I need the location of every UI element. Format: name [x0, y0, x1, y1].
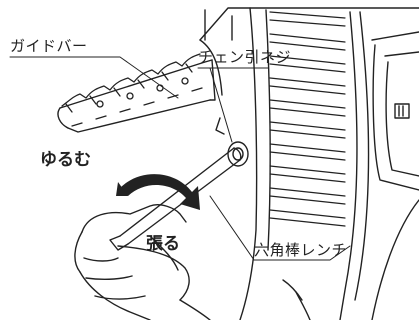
saw-chain	[61, 53, 203, 127]
hand	[74, 204, 211, 320]
cooling-fins	[269, 11, 346, 227]
rotation-arrow	[116, 174, 200, 210]
guide-bar-label: ガイドバー	[10, 37, 88, 55]
leader-lines	[9, 56, 351, 261]
side-panel	[282, 31, 419, 320]
chain-tension-screw	[215, 117, 249, 167]
wrench-leader	[209, 195, 255, 261]
engine-housing	[199, 7, 419, 320]
loosen-label: ゆるむ	[40, 150, 91, 170]
guide-bar-leader	[9, 56, 179, 99]
guide-bar	[57, 59, 216, 133]
chain-tension-screw-label: チェン引ネジ	[198, 48, 292, 66]
tension-screw-leader	[209, 67, 233, 143]
tighten-label: 張る	[146, 234, 180, 254]
hex-wrench-label: 六角棒レンチ	[254, 241, 348, 259]
